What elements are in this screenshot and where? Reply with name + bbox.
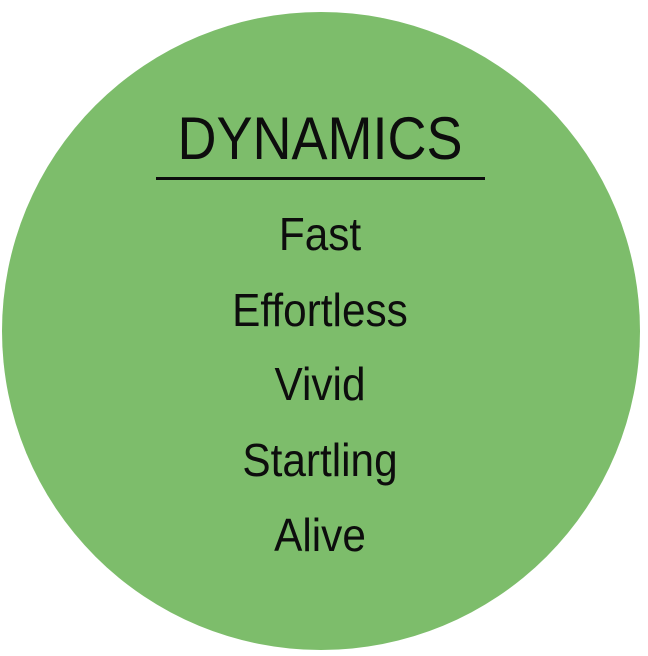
list-item: Vivid xyxy=(274,358,366,410)
title: DYNAMICS xyxy=(177,105,463,172)
title-underline xyxy=(156,177,485,180)
list-item: Fast xyxy=(278,208,362,260)
green-circle xyxy=(2,12,640,650)
list-item: Startling xyxy=(242,434,398,486)
list-item: Alive xyxy=(274,509,366,561)
list-item: Effortless xyxy=(232,284,408,336)
